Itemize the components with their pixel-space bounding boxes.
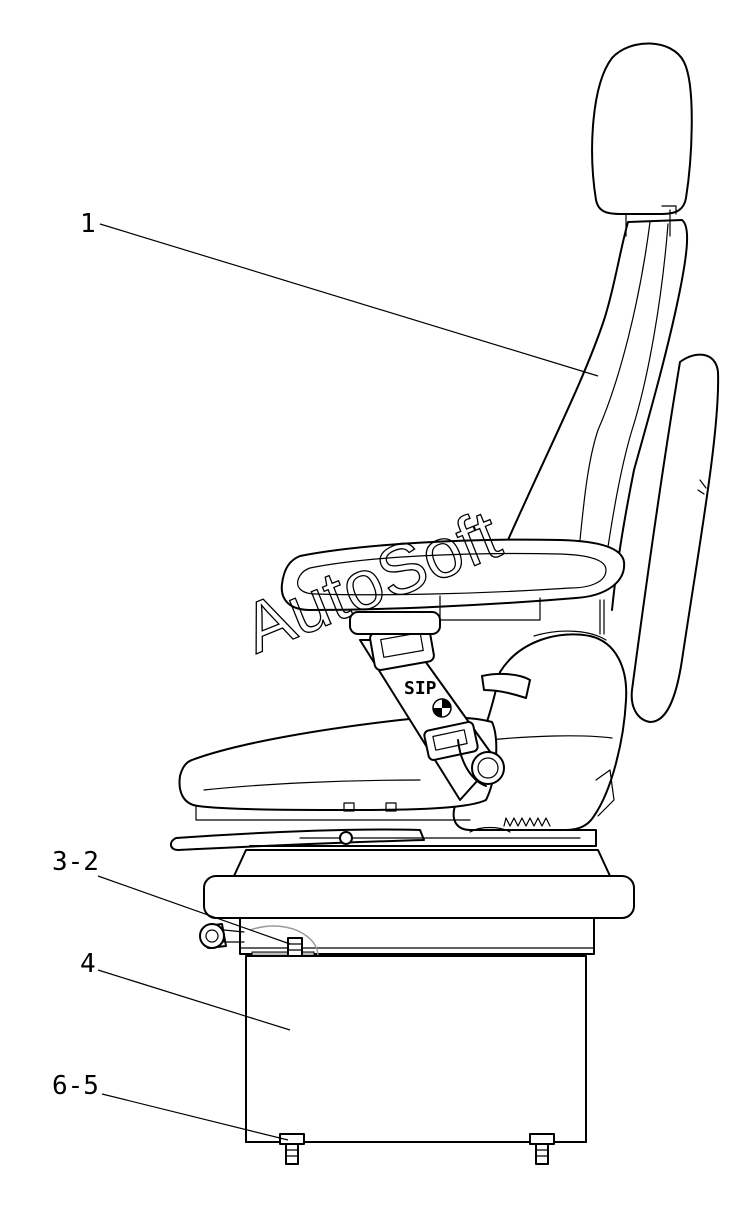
callout-4: 4 <box>80 949 96 979</box>
side-bolster <box>630 353 720 723</box>
bolt-right <box>529 1133 555 1165</box>
sip-label: SIP <box>404 678 437 699</box>
bolt-left <box>279 1133 305 1165</box>
leader-6-5 <box>101 1093 289 1141</box>
seat-backrest <box>507 42 720 723</box>
leader-1 <box>99 223 599 377</box>
slide-rail <box>170 817 597 851</box>
headrest <box>591 42 693 215</box>
leader-3-2 <box>97 875 291 945</box>
seat-cushion <box>178 716 498 821</box>
callout-6-5: 6-5 <box>52 1071 99 1101</box>
seat-belt: SIP <box>349 611 505 801</box>
armrest <box>280 538 626 635</box>
callout-1: 1 <box>80 209 96 239</box>
seat-box <box>245 955 587 1165</box>
sip-target-icon <box>432 698 452 718</box>
callouts: 1 3-2 4 6-5 <box>52 209 599 1141</box>
leader-4 <box>97 969 291 1031</box>
callout-3-2: 3-2 <box>52 847 99 877</box>
